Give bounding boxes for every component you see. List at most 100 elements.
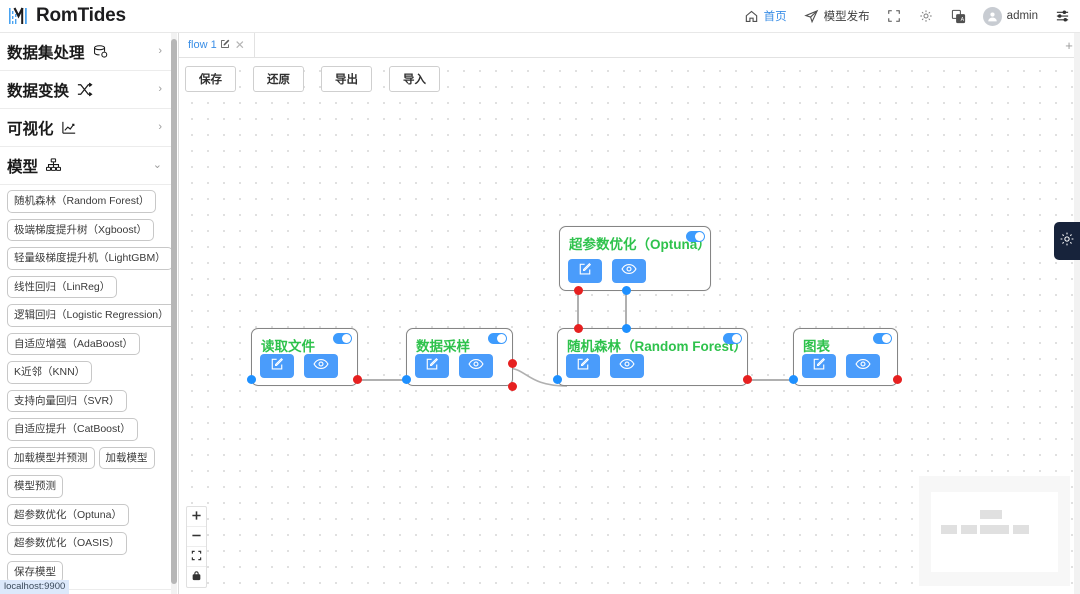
node-data-sampling-preview-button[interactable] [459,354,493,378]
node-random-forest-title: 随机森林（Random Forest） [567,339,748,354]
node-data-sampling-edit-button[interactable] [415,354,449,378]
settings-panel-toggle[interactable] [1054,222,1080,260]
eye-preview-icon [468,357,484,376]
node-optuna-port-out-bottom[interactable] [574,286,583,295]
eye-preview-icon [313,357,329,376]
node-random-forest-port-in-top[interactable] [622,324,631,333]
sidebar-category-reduced-order-model[interactable]: 降阶模型 › [0,589,172,594]
node-read-file-toggle[interactable] [333,333,352,344]
chevron-right-icon: › [158,121,162,133]
zoom-in-button[interactable] [187,507,206,527]
node-random-forest-edit-button[interactable] [566,354,600,378]
node-random-forest-preview-button[interactable] [610,354,644,378]
node-chart[interactable]: 图表 [789,328,902,386]
right-scroll-gutter [1074,33,1080,594]
sidebar-item-knn[interactable]: K近邻（KNN） [7,361,93,384]
user-menu[interactable]: admin [982,6,1038,26]
node-data-sampling-toggle[interactable] [488,333,507,344]
tab-flow-1[interactable]: flow 1 ✕ [179,33,255,57]
sidebar-scrollbar[interactable] [171,33,177,594]
node-optuna[interactable]: 超参数优化（Optuna） [559,226,711,295]
sidebar-item-random-forest[interactable]: 随机森林（Random Forest） [7,190,157,213]
node-data-sampling[interactable]: 数据采样 [402,328,517,391]
fullscreen-button[interactable] [887,9,902,24]
node-random-forest-toggle[interactable] [723,333,742,344]
node-data-sampling-title: 数据采样 [416,339,470,354]
edit-square-icon[interactable] [220,39,230,52]
sidebar-category-visualization[interactable]: 可视化 › [0,109,172,147]
node-read-file-edit-button[interactable] [260,354,294,378]
node-chart-port-in[interactable] [789,375,798,384]
minimap-node [941,525,957,534]
sidebar-item-adaboost[interactable]: 自适应增强（AdaBoost） [7,332,141,355]
node-read-file-port-in[interactable] [247,375,256,384]
edit-square-icon [812,357,826,376]
status-url-bubble: localhost:9900 [0,580,70,594]
export-button[interactable]: 导出 [321,66,372,92]
eye-preview-icon [855,357,871,376]
node-data-sampling-buttons [415,354,493,378]
node-random-forest-port-out-right[interactable] [743,375,752,384]
node-data-sampling-port-out-2[interactable] [508,382,517,391]
node-read-file[interactable]: 读取文件 [247,328,362,386]
sidebar-item-load-model-predict[interactable]: 加载模型并预测 [7,446,95,469]
node-random-forest-port-out-top[interactable] [574,324,583,333]
import-button[interactable]: 导入 [389,66,440,92]
restore-button[interactable]: 还原 [253,66,304,92]
lock-button[interactable] [187,567,206,587]
theme-button[interactable] [919,9,934,24]
header-item-model-publish[interactable]: 模型发布 [803,8,870,24]
add-tab-button[interactable]: + [1065,37,1073,53]
sidebar-category-dataset[interactable]: 数据集处理 › [0,33,172,71]
sidebar-item-linreg[interactable]: 线性回归（LinReg） [7,275,118,298]
tab-close-icon[interactable]: ✕ [234,38,245,52]
language-translate-icon: A [951,9,966,24]
sidebar-item-load-model[interactable]: 加载模型 [98,446,155,469]
node-optuna-port-in-bottom[interactable] [622,286,631,295]
sidebar-item-lightgbm[interactable]: 轻量级梯度提升机（LightGBM） [7,247,172,270]
minimap-node [1013,525,1029,534]
sidebar-item-svr[interactable]: 支持向量回归（SVR） [7,389,127,412]
node-data-sampling-port-out-1[interactable] [508,359,517,368]
fit-view-button[interactable] [187,547,206,567]
gear-icon [1059,231,1075,252]
sidebar-item-catboost[interactable]: 自适应提升（CatBoost） [7,418,138,441]
node-read-file-port-out[interactable] [353,375,362,384]
node-chart-port-out[interactable] [893,375,902,384]
minimap[interactable] [919,476,1070,586]
node-chart-toggle[interactable] [873,333,892,344]
settings-button[interactable] [1055,9,1070,24]
sidebar-category-model-label: 模型 [7,158,39,176]
save-button[interactable]: 保存 [185,66,236,92]
sidebar-item-optuna[interactable]: 超参数优化（Optuna） [7,503,129,526]
sidebar-item-logistic-regression[interactable]: 逻辑回归（Logistic Regression） [7,304,172,327]
sidebar-item-oasis[interactable]: 超参数优化（OASIS） [7,532,127,555]
node-random-forest-buttons [566,354,644,378]
node-optuna-preview-button[interactable] [612,259,646,283]
node-random-forest[interactable]: 随机森林（Random Forest） [553,324,752,386]
canvas-controls [186,506,207,588]
edit-square-icon [578,262,592,281]
node-chart-edit-button[interactable] [802,354,836,378]
header-item-home[interactable]: 首页 [744,8,787,24]
node-read-file-preview-button[interactable] [304,354,338,378]
node-random-forest-port-in-left[interactable] [553,375,562,384]
zoom-out-button[interactable] [187,527,206,547]
app-header: RomTides 首页 模型发布 [0,0,1080,33]
sidebar-scroll-area: 数据集处理 › 数据变换 › 可视化 [0,33,172,594]
node-data-sampling-port-in[interactable] [402,375,411,384]
sidebar-item-model-predict[interactable]: 模型预测 [7,475,63,498]
flow-canvas[interactable]: 超参数优化（Optuna） [179,58,1080,594]
hierarchy-tree-icon [45,157,62,174]
sidebar-category-model[interactable]: 模型 ⌄ [0,147,172,185]
zoom-in-plus-icon [191,510,202,524]
node-optuna-toggle[interactable] [686,231,705,242]
sidebar-item-xgboost[interactable]: 极端梯度提升树（Xgboost） [7,218,155,241]
language-button[interactable]: A [951,9,966,24]
flow-toolbar: 保存 还原 导出 导入 [185,66,440,92]
node-optuna-edit-button[interactable] [568,259,602,283]
node-chart-preview-button[interactable] [846,354,880,378]
line-chart-icon [61,119,78,136]
sidebar-scrollbar-thumb[interactable] [171,39,177,584]
sidebar-category-transform[interactable]: 数据变换 › [0,71,172,109]
